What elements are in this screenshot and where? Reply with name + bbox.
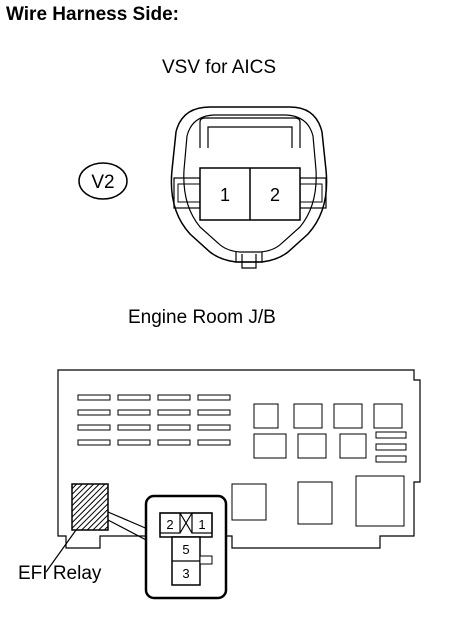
junction-block [57,369,421,549]
diagram-heading: Wire Harness Side: [6,4,180,25]
connector-code-badge: V2 [78,162,128,200]
relay-pin-2: 2 [166,517,173,532]
vsv-connector-label: VSV for AICS [162,57,277,78]
efi-relay-socket: 2 1 5 3 [144,494,228,600]
relay-pin-1: 1 [198,517,205,532]
efi-relay-leader-line [45,529,77,573]
connector-code-text: V2 [91,172,114,193]
vsv-pin-2: 2 [270,185,280,205]
relay-pin-5: 5 [182,542,189,557]
fuse-slots [77,394,407,527]
relay-pin-3: 3 [182,566,189,581]
vsv-connector: 1 2 [170,106,328,269]
efi-relay-location [71,483,109,531]
vsv-pin-1: 1 [220,185,230,205]
efi-relay-label: EFI Relay [18,563,102,584]
junction-block-label: Engine Room J/B [128,307,276,328]
